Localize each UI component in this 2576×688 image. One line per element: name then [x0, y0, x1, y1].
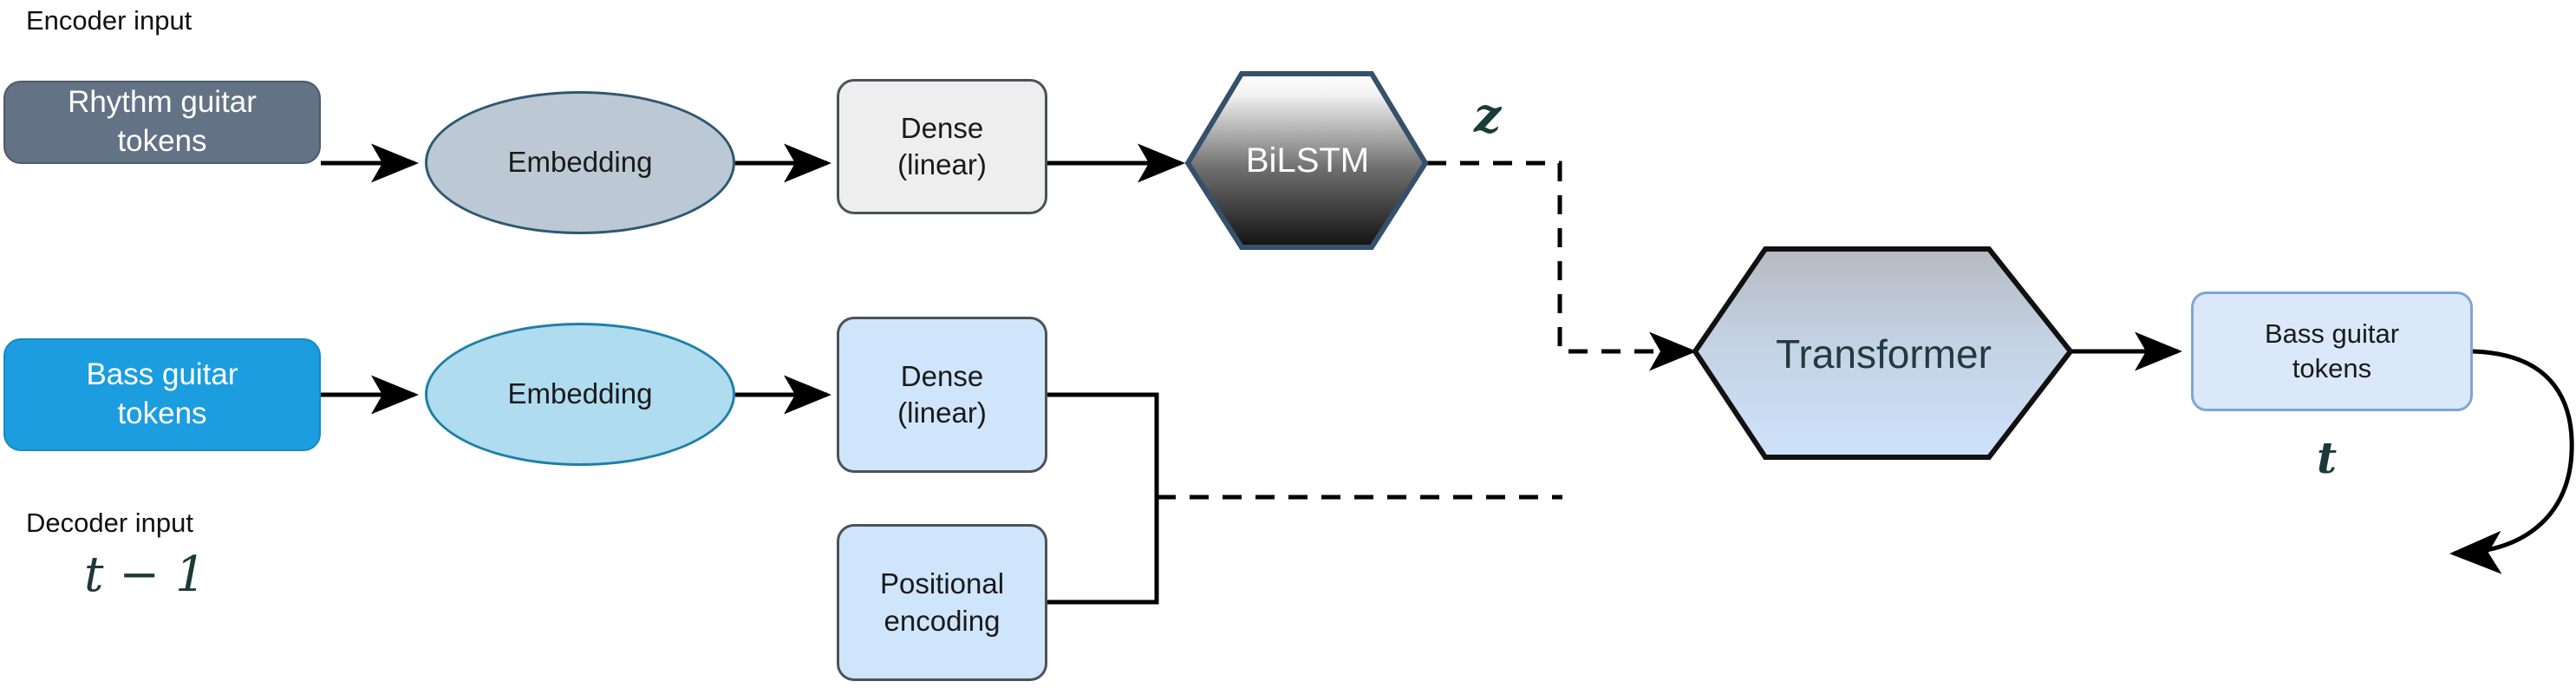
node-bass-guitar-tokens-output[interactable]: Bass guitar tokens — [2191, 292, 2473, 411]
latent-z-label: z — [1474, 87, 1502, 143]
node-positional-encoding[interactable]: Positional encoding — [837, 524, 1047, 681]
node-bass-guitar-tokens-output-label: Bass guitar tokens — [2264, 318, 2400, 383]
node-rhythm-guitar-tokens-label: Rhythm guitar tokens — [68, 85, 257, 158]
node-decoder-dense-linear-label: Dense (linear) — [897, 359, 987, 429]
node-bass-guitar-tokens-input-label: Bass guitar tokens — [86, 357, 238, 430]
node-decoder-embedding-label: Embedding — [507, 377, 653, 410]
node-positional-encoding-label: Positional encoding — [879, 567, 1005, 637]
edge-bilstm-to-transformer-dashed — [1427, 161, 1697, 371]
node-encoder-dense-linear[interactable]: Dense (linear) — [837, 79, 1047, 214]
node-transformer-label: Transformer — [1776, 331, 1992, 377]
node-encoder-embedding[interactable]: Embedding — [425, 91, 735, 234]
node-decoder-dense-linear[interactable]: Dense (linear) — [837, 317, 1047, 473]
timestep-now-label: t — [2317, 432, 2338, 483]
edge-positional-merge — [1047, 497, 1159, 605]
node-bass-guitar-tokens-input[interactable]: Bass guitar tokens — [3, 338, 321, 451]
edge-decoder-dense-merge — [1047, 392, 1159, 497]
node-bilstm[interactable]: BiLSTM — [1188, 74, 1427, 247]
node-encoder-embedding-label: Embedding — [507, 146, 653, 179]
timestep-prev-label: t − 1 — [84, 547, 206, 603]
node-bilstm-label: BiLSTM — [1245, 141, 1370, 180]
node-rhythm-guitar-tokens[interactable]: Rhythm guitar tokens — [3, 81, 321, 164]
encoder-input-label: Encoder input — [26, 5, 192, 36]
node-decoder-embedding[interactable]: Embedding — [425, 323, 735, 466]
decoder-input-label: Decoder input — [26, 508, 194, 538]
node-encoder-dense-linear-label: Dense (linear) — [897, 111, 987, 180]
node-transformer[interactable]: Transformer — [1695, 249, 2072, 459]
